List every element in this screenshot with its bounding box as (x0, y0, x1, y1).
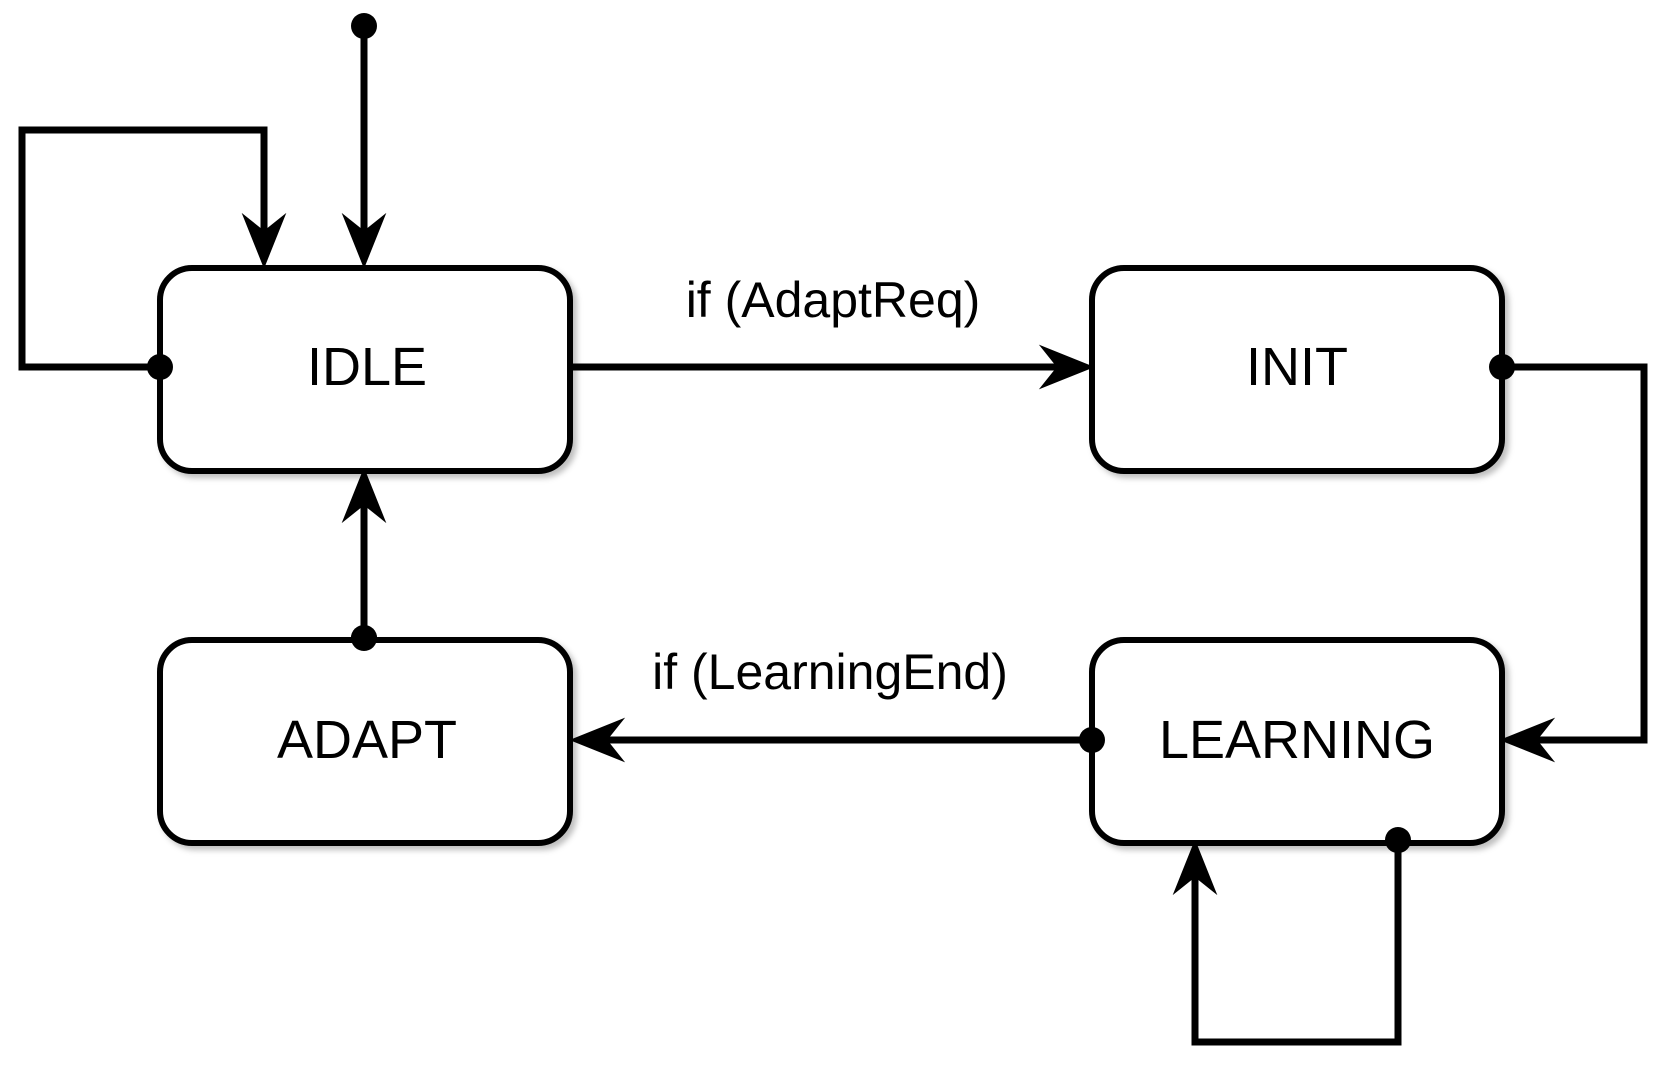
state-idle: IDLE (157, 265, 573, 474)
idle-loop-arrow-icon (241, 212, 287, 269)
learning-loop-dot-overlay (1385, 827, 1411, 853)
state-learning-label: LEARNING (1159, 710, 1435, 770)
transition-adapt-to-idle (341, 467, 387, 651)
initial-arrow-icon (341, 212, 387, 269)
learning-to-adapt-arrow-icon (569, 717, 626, 763)
state-adapt-label: ADAPT (277, 710, 457, 770)
state-init-label: INIT (1246, 337, 1348, 397)
transition-idle-to-init (572, 344, 1095, 390)
idle-to-init-arrow-icon (1038, 344, 1095, 390)
learning-self-loop (1172, 827, 1411, 1046)
initial-state-dot (351, 13, 377, 39)
learning-loop-arrow-icon (1172, 839, 1218, 896)
transition-init-to-learning (1489, 354, 1648, 763)
label-idle-to-init: if (AdaptReq) (686, 272, 981, 328)
adapt-to-idle-arrow-icon (341, 467, 387, 524)
init-to-learning-arrow-icon (1499, 717, 1556, 763)
state-learning: LEARNING (1089, 637, 1505, 846)
learning-dot-overlay (1079, 727, 1105, 753)
init-dot-overlay (1489, 354, 1515, 380)
state-idle-label: IDLE (307, 337, 427, 397)
transition-learning-to-adapt (569, 717, 1105, 763)
initial-transition (341, 13, 387, 269)
state-adapt: ADAPT (157, 637, 573, 846)
idle-loop-dot-overlay (147, 354, 173, 380)
state-init: INIT (1089, 265, 1505, 474)
label-learning-to-adapt: if (LearningEnd) (652, 644, 1008, 700)
adapt-dot-overlay (351, 625, 377, 651)
